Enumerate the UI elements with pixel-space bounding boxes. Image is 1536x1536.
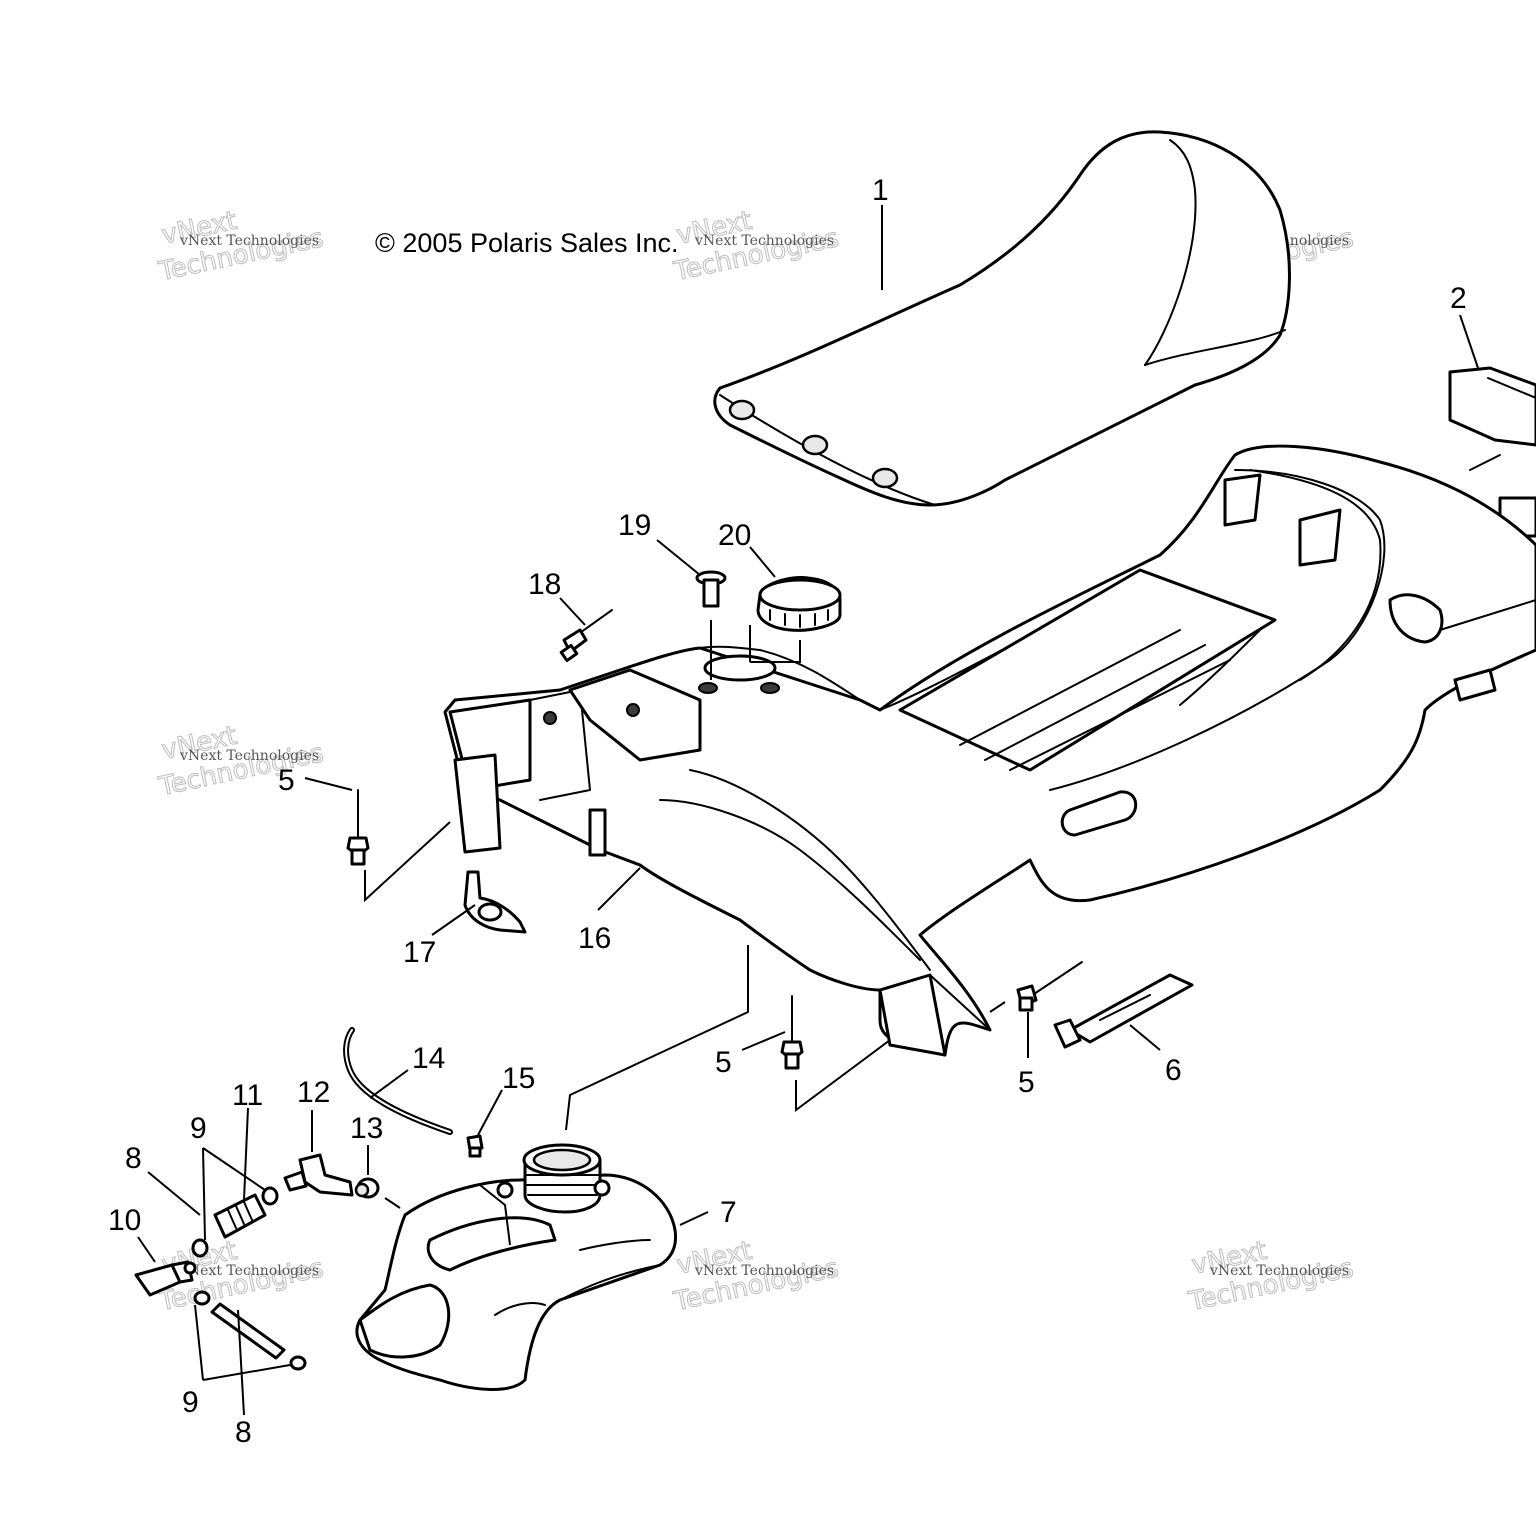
bracket-drawing [463,870,527,934]
callout-10: 10 [108,1204,141,1237]
callout-5-right: 5 [1018,1066,1035,1099]
callout-7: 7 [720,1196,737,1229]
callout-12: 12 [297,1076,330,1109]
latch-drawing [1053,973,1194,1049]
callout-8-lower: 8 [235,1416,252,1449]
callout-16: 16 [578,922,611,955]
rivet-left-drawing [346,789,370,866]
watermark: vNext Technologies vNext Technologies [155,205,327,288]
seat-drawing [713,130,1291,507]
rivet-center-drawing [780,995,804,1070]
callout-15: 15 [502,1062,535,1095]
elbow-fitting-drawing [283,1153,354,1197]
callout-1: 1 [872,174,889,207]
callout-19: 19 [618,509,651,542]
vent-hose-drawing [343,1027,453,1135]
svg-text:vNext Technologies: vNext Technologies [179,1263,319,1279]
screw-drawing [695,570,727,608]
callout-20: 20 [718,519,751,552]
svg-text:vNext Technologies: vNext Technologies [179,748,319,764]
svg-text:vNext Technologies: vNext Technologies [179,233,319,249]
rivet-right-drawing [1016,961,1083,1012]
hose-lower-drawing [193,1290,307,1371]
fuel-tank-drawing [355,1143,678,1391]
svg-text:vNext Technologies: vNext Technologies [694,233,834,249]
callouts: 1 2 5 5 5 6 7 8 8 9 9 10 11 12 13 14 15 … [108,174,1467,1449]
callout-11: 11 [232,1079,263,1112]
svg-text:vNext Technologies: vNext Technologies [694,1263,834,1279]
callout-9-upper: 9 [190,1112,207,1145]
fuel-cap-drawing [756,575,842,632]
watermark: vNext Technologies vNext Technologies [1185,1235,1357,1318]
seat-base-drawing [443,444,1536,1057]
svg-text:vNext Technologies: vNext Technologies [1209,1263,1349,1279]
callout-5-center: 5 [715,1046,732,1079]
filter-drawing [191,1186,279,1258]
callout-6: 6 [1165,1054,1182,1087]
rear-rack-bracket-drawing [1448,366,1536,538]
callout-2: 2 [1450,282,1467,315]
callout-9-lower: 9 [182,1386,199,1419]
callout-17: 17 [403,936,436,969]
watermark: vNext Technologies vNext Technologies [155,720,327,803]
grommet-drawing [354,1177,380,1199]
fuel-valve-drawing [134,1260,197,1297]
callout-14: 14 [412,1042,445,1075]
callout-8-upper: 8 [125,1142,142,1175]
pin-drawing [559,609,613,663]
watermark: vNext Technologies vNext Technologies [670,205,842,288]
callout-5-left: 5 [278,764,295,797]
watermark: vNext Technologies vNext Technologies [670,1235,842,1318]
vent-fitting-drawing [466,1134,484,1158]
copyright-notice: © 2005 Polaris Sales Inc. [375,228,679,258]
callout-13: 13 [350,1112,383,1145]
callout-18: 18 [528,568,561,601]
